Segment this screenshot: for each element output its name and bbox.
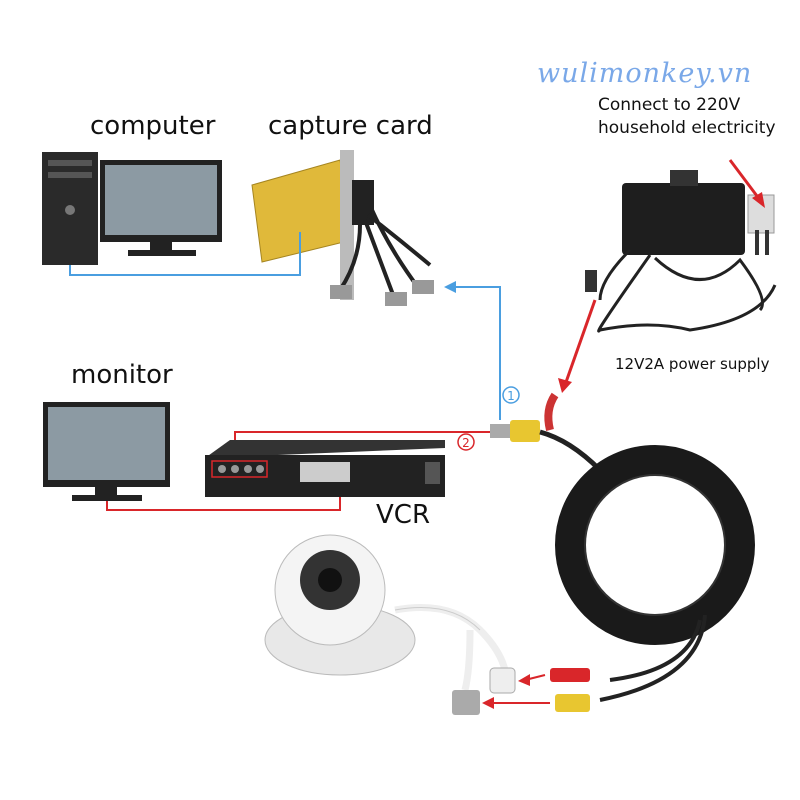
arrow-icon [444, 281, 456, 293]
dome-camera [264, 534, 509, 691]
blue-line-computer-card [69, 232, 301, 276]
power-supply-label: 12V2A power supply [615, 355, 770, 373]
watermark: wulimonkey.vn [537, 58, 753, 89]
computer-label: computer [90, 111, 216, 141]
mains-label-line1: Connect to 220V [598, 95, 741, 115]
cable-coil [555, 445, 755, 702]
mains-label-line2: household electricity [598, 118, 776, 138]
marker-two: 2 [462, 436, 470, 450]
red-line-monitor-vcr [106, 493, 341, 511]
marker-one: 1 [507, 389, 515, 403]
vcr-device [205, 440, 445, 497]
monitor-label: monitor [71, 360, 173, 390]
arrow-icon [728, 159, 762, 201]
capture-card [251, 150, 434, 306]
vcr-label: VCR [376, 500, 431, 530]
blue-line-vcr-card [452, 286, 501, 420]
capture-card-label: capture card [268, 111, 433, 141]
power-adapter [585, 170, 777, 333]
computer-tower [42, 152, 98, 265]
computer-monitor [100, 160, 222, 256]
monitor-device [43, 402, 170, 501]
